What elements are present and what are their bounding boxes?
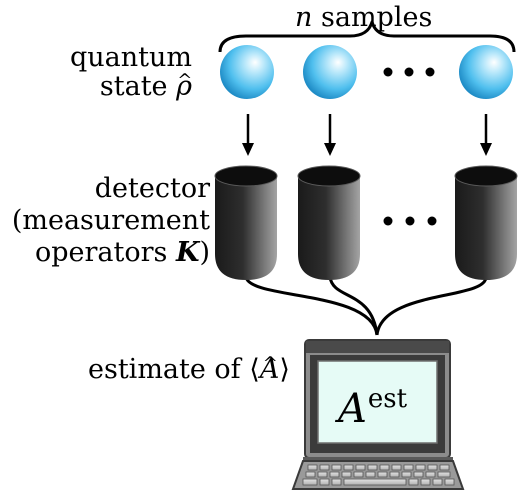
estimate-label: estimate of ⟨A⟩ [88, 355, 290, 384]
screen-estimate-superscript: est [367, 384, 408, 414]
detector-label-line3: operators K) [35, 237, 210, 268]
samples-count-var: n [295, 2, 313, 33]
state-label: quantum state ρ [50, 43, 192, 101]
sphere-icon [303, 45, 357, 99]
arrow-down-icon [242, 114, 254, 156]
sphere-icon [459, 45, 513, 99]
laptop-icon [291, 339, 465, 490]
keyboard-icon [302, 464, 455, 486]
laptop-screen [317, 360, 438, 444]
estimate-text: estimate of [88, 354, 241, 385]
ellipsis-icon [383, 216, 437, 226]
state-label-line1: quantum [69, 42, 192, 73]
detector-icon [297, 165, 361, 280]
detector-label-line2: (measurement [11, 205, 210, 236]
cable-icon [244, 276, 488, 336]
density-operator-symbol: ρ [176, 72, 192, 101]
detector-label-line1: detector [94, 173, 210, 204]
screen-estimate-base: A [338, 386, 367, 432]
arrow-down-icon [480, 114, 492, 156]
arrow-down-icon [324, 114, 336, 156]
detector-label: detector (measurement operators K) [4, 173, 210, 269]
state-label-line2: state ρ [50, 72, 192, 101]
measurement-operators-symbol: K [175, 237, 200, 268]
observable-symbol: A [260, 355, 280, 384]
samples-label: n samples [295, 3, 432, 32]
brace-icon [218, 20, 516, 53]
detector-icon [454, 165, 518, 280]
ellipsis-icon [383, 67, 435, 77]
detector-icon [214, 165, 278, 280]
sphere-icon [220, 45, 274, 99]
screen-estimate: Aest [338, 377, 407, 431]
samples-text: samples [320, 2, 433, 33]
